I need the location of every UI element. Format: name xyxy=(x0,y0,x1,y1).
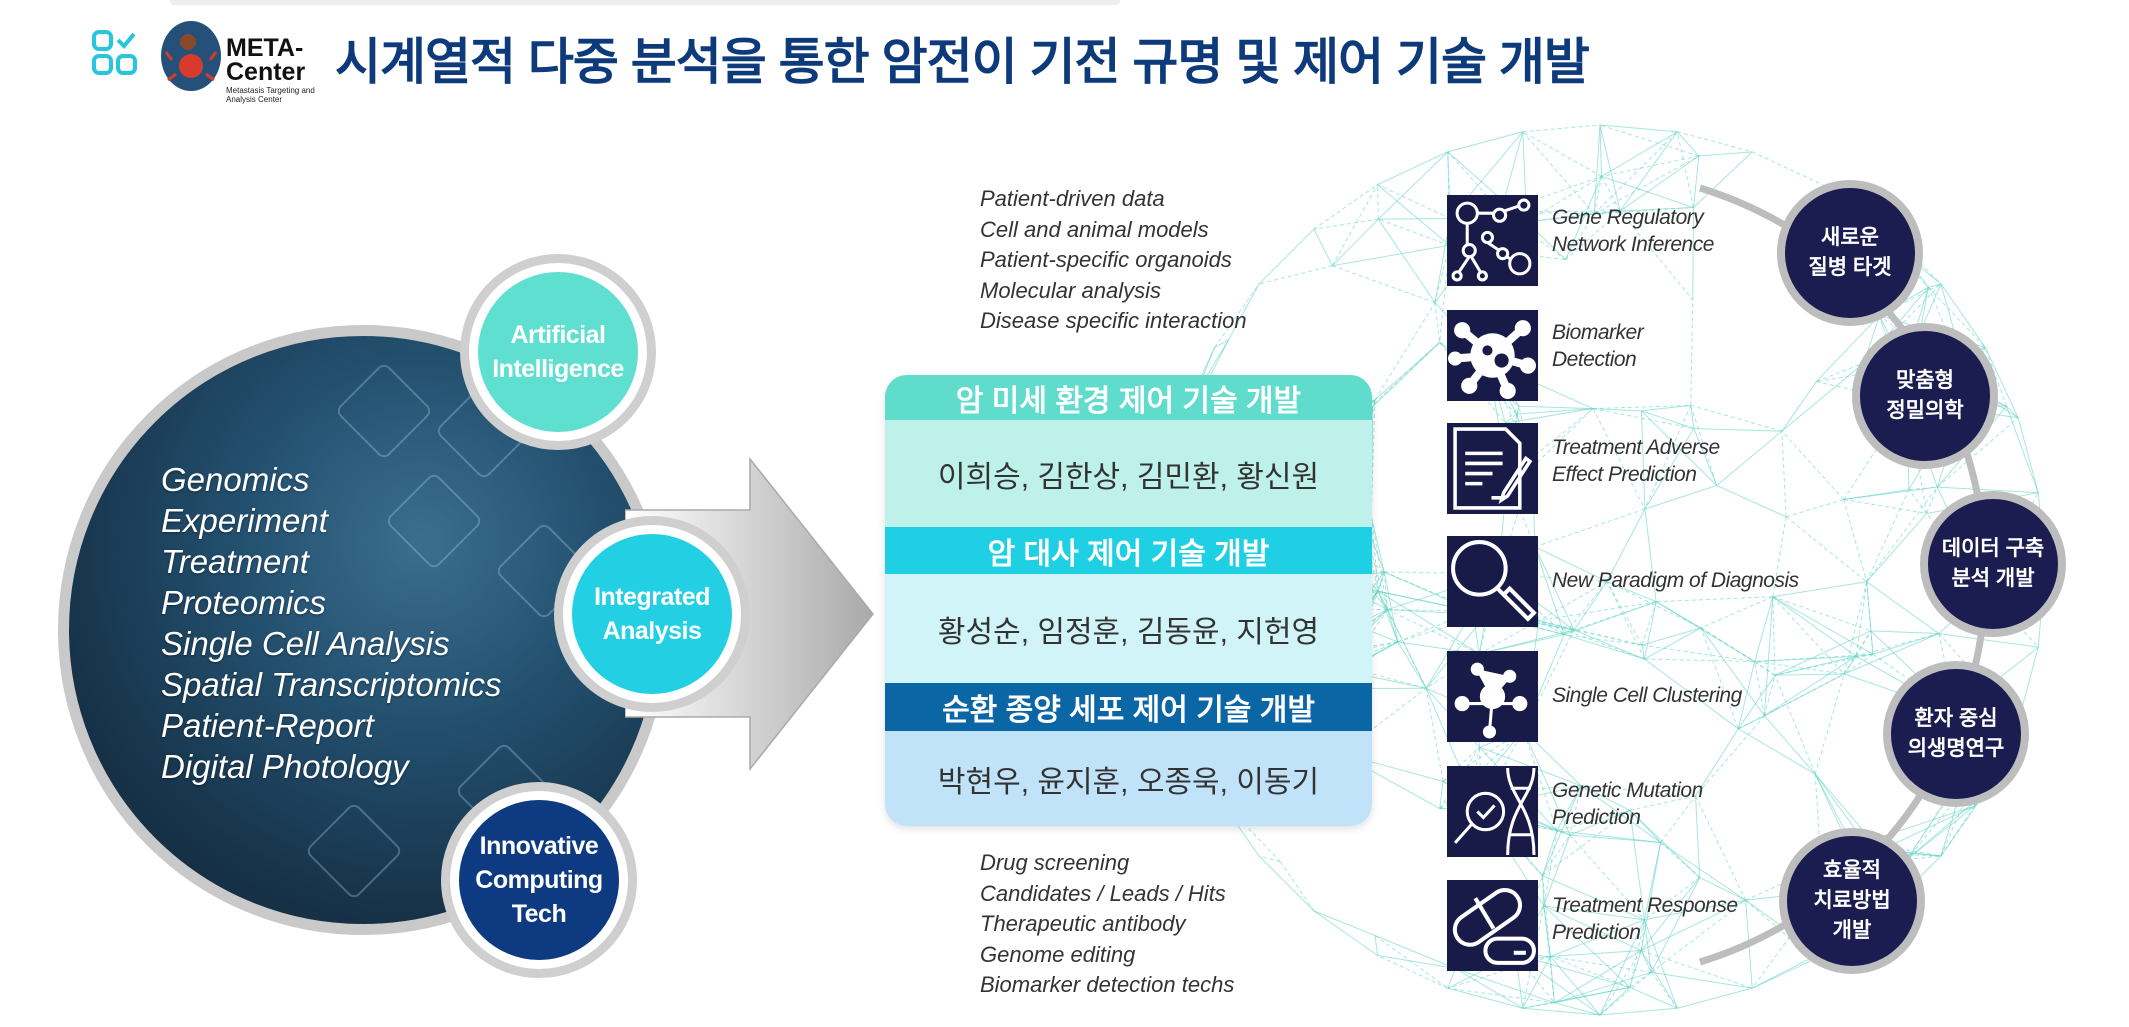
logo-name: META-Center xyxy=(226,34,306,86)
research-groups-panel: 암 미세 환경 제어 기술 개발 이희승, 김한상, 김민환, 황신원 암 대사… xyxy=(885,375,1372,826)
data-type: Treatment xyxy=(161,543,309,580)
dna-search-icon xyxy=(1447,766,1538,857)
logo-subtitle: Metastasis Targeting and Analysis Center xyxy=(226,86,315,104)
document-pen-icon xyxy=(1447,423,1538,514)
pillar-label: Tech xyxy=(511,900,567,928)
outcome-line: 맞춤형 xyxy=(1896,369,1954,392)
list-item: Molecular analysis xyxy=(980,277,1161,303)
application-line: Prediction xyxy=(1552,806,1641,829)
magnifier-icon xyxy=(1447,536,1538,627)
list-item: Drug screening xyxy=(980,850,1130,875)
application-label: Single Cell Clustering xyxy=(1552,684,1742,707)
application-line: Network Inference xyxy=(1552,233,1714,256)
group-title: 암 대사 제어 기술 개발 xyxy=(885,527,1372,574)
cluster-icon xyxy=(1447,651,1538,742)
data-type: Proteomics xyxy=(161,584,327,621)
application-line: Biomarker xyxy=(1552,321,1644,344)
application-line: Treatment Response xyxy=(1552,894,1738,917)
data-type: Genomics xyxy=(161,461,310,498)
application-line: Genetic Mutation xyxy=(1552,779,1703,802)
logo-name-line1: META- xyxy=(226,34,304,62)
data-type: Spatial Transcriptomics xyxy=(161,666,502,703)
pill-icon xyxy=(1447,880,1538,971)
outcome-line: 질병 타겟 xyxy=(1808,256,1892,279)
data-type: Patient-Report xyxy=(161,707,374,744)
outcome-line: 분석 개발 xyxy=(1951,567,2035,590)
pillar-label: Intelligence xyxy=(492,355,624,383)
data-type: Experiment xyxy=(161,502,328,539)
list-item: Biomarker detection techs xyxy=(980,972,1235,997)
data-type: Digital Photology xyxy=(161,748,409,785)
list-item: Therapeutic antibody xyxy=(980,911,1186,936)
list-item: Genome editing xyxy=(980,941,1136,967)
outcome-line: 환자 중심 xyxy=(1914,707,1998,730)
group-title: 암 미세 환경 제어 기술 개발 xyxy=(885,375,1372,420)
application-label: New Paradigm of Diagnosis xyxy=(1552,569,1799,592)
outcome-line: 데이터 구축 xyxy=(1941,537,2045,560)
page-title: 시계열적 다중 분석을 통한 암전이 기전 규명 및 제어 기술 개발 xyxy=(335,34,1590,90)
pillar-label: Innovative xyxy=(479,832,599,860)
checklist-logo-icon xyxy=(92,30,137,75)
pillar-label: Integrated xyxy=(594,583,710,611)
application-line: Gene Regulatory xyxy=(1552,206,1704,229)
data-type: Single Cell Analysis xyxy=(161,625,450,662)
pillar-label: Analysis xyxy=(602,617,702,645)
group-members: 박현우, 윤지훈, 오종욱, 이동기 xyxy=(885,731,1372,826)
outcome-line: 개발 xyxy=(1832,919,1872,942)
outcome-line: 새로운 xyxy=(1821,226,1879,249)
application-line: Detection xyxy=(1552,348,1637,371)
list-item: Candidates / Leads / Hits xyxy=(980,880,1226,906)
list-item: Patient-specific organoids xyxy=(980,247,1232,272)
crab-logo-icon xyxy=(161,21,221,91)
virus-icon xyxy=(1447,310,1538,401)
group-members: 이희승, 김한상, 김민환, 황신원 xyxy=(885,420,1372,527)
outcome-line: 치료방법 xyxy=(1813,889,1891,912)
outcome-line: 정밀의학 xyxy=(1886,399,1964,422)
network-icon xyxy=(1447,195,1538,286)
pillar-label: Artificial xyxy=(510,321,606,349)
group-title: 순환 종양 세포 제어 기술 개발 xyxy=(885,683,1372,731)
top-bar xyxy=(170,0,1120,5)
list-item: Patient-driven data xyxy=(980,186,1165,211)
group-members: 황성순, 임정훈, 김동윤, 지헌영 xyxy=(885,574,1372,683)
application-line: Prediction xyxy=(1552,921,1641,944)
outcome-line: 의생명연구 xyxy=(1907,737,2005,760)
application-line: Treatment Adverse xyxy=(1552,436,1720,459)
list-item: Disease specific interaction xyxy=(980,308,1247,333)
outcome-line: 효율적 xyxy=(1823,859,1881,882)
pillar-label: Computing xyxy=(475,866,603,894)
application-line: Effect Prediction xyxy=(1552,463,1697,486)
logo-name-line2: Center xyxy=(226,58,306,86)
list-item: Cell and animal models xyxy=(980,216,1209,242)
